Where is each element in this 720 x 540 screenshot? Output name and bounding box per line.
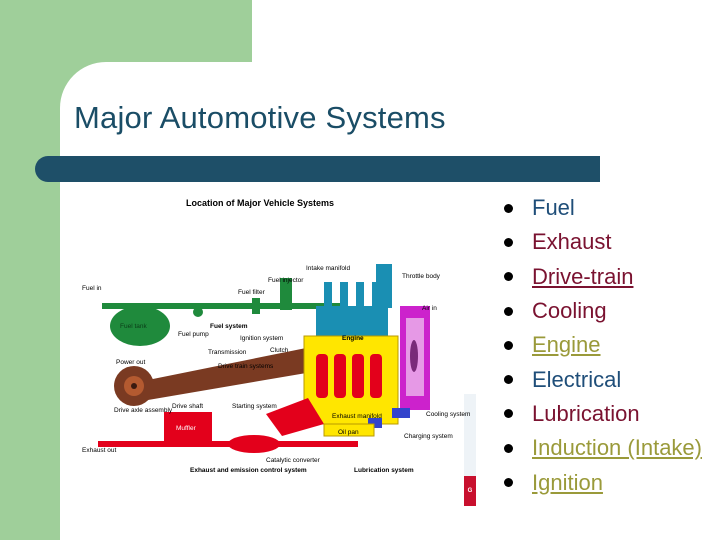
bullet-text: Exhaust <box>532 229 612 255</box>
bullet-dot-icon <box>504 340 513 350</box>
label-cooling-system: Cooling system <box>426 411 470 418</box>
bullet-link[interactable]: Ignition <box>532 469 603 495</box>
label-ignition-system: Ignition system <box>240 335 283 342</box>
bullet-item[interactable]: Engine <box>500 328 702 362</box>
exhaust-manifold-shape <box>266 398 324 436</box>
title-divider-bar <box>35 156 600 182</box>
label-fuel-system: Fuel system <box>210 323 248 330</box>
bullet-item: Cooling <box>500 294 702 328</box>
drive-shaft-shape <box>138 346 324 400</box>
label-intake-manifold: Intake manifold <box>306 265 350 272</box>
label-lubrication-system: Lubrication system <box>354 467 414 474</box>
alternator-shape <box>368 418 382 428</box>
bullet-item[interactable]: Induction (Intake) <box>500 431 702 465</box>
diagram-heading: Location of Major Vehicle Systems <box>186 198 334 208</box>
fuel-tank-shape <box>110 306 170 346</box>
label-fuel-in: Fuel in <box>82 285 102 292</box>
bullet-text: Fuel <box>532 195 575 221</box>
bullet-text: Electrical <box>532 366 622 392</box>
battery-shape <box>392 408 410 418</box>
label-fuel-injector: Fuel injector <box>268 277 304 284</box>
oil-pan-shape <box>323 423 375 437</box>
label-power-out: Power out <box>116 359 145 366</box>
label-exhaust-out: Exhaust out <box>82 447 117 454</box>
label-charging-system: Charging system <box>404 433 453 440</box>
bullet-item: Fuel <box>500 191 702 225</box>
bullet-text: Lubrication <box>532 400 640 426</box>
throttle-body-shape <box>376 264 392 308</box>
label-fuel-pump: Fuel pump <box>178 331 209 338</box>
slide-title: Major Automotive Systems <box>74 100 446 135</box>
bullet-dot-icon <box>504 272 513 282</box>
label-exhaust-emission: Exhaust and emission control system <box>190 467 307 474</box>
label-clutch: Clutch <box>270 347 289 354</box>
bullet-link[interactable]: Drive-train <box>532 263 634 289</box>
bullet-item[interactable]: Drive-train <box>500 260 702 294</box>
label-transmission: Transmission <box>208 349 247 356</box>
label-drive-train-systems: Drive train systems <box>218 363 274 370</box>
intake-manifold-shape <box>316 306 388 336</box>
label-drive-shaft: Drive shaft <box>172 403 203 410</box>
bullet-dot-icon <box>504 409 513 419</box>
bullet-item[interactable]: Ignition <box>500 465 702 499</box>
label-fuel-filter: Fuel filter <box>238 289 266 296</box>
label-throttle-body: Throttle body <box>402 273 441 280</box>
label-exhaust-manifold: Exhaust manifold <box>332 413 382 420</box>
fuel-filter-shape <box>252 298 260 314</box>
systems-bullet-list: Fuel Exhaust Drive-train Cooling Engine … <box>500 191 702 500</box>
muffler-shape <box>164 412 212 442</box>
bullet-text: Cooling <box>532 298 607 324</box>
bullet-item: Electrical <box>500 362 702 396</box>
bullet-dot-icon <box>504 443 513 453</box>
bullet-dot-icon <box>504 237 513 247</box>
bullet-dot-icon <box>504 375 513 385</box>
label-catalytic-converter: Catalytic converter <box>266 457 321 464</box>
bullet-link[interactable]: Engine <box>532 332 601 358</box>
bullet-dot-icon <box>504 478 513 488</box>
label-engine: Engine <box>342 335 364 342</box>
label-air-in: Air in <box>422 305 437 312</box>
catalytic-converter-shape <box>228 435 280 453</box>
bullet-dot-icon <box>504 306 513 316</box>
bullet-item: Lubrication <box>500 397 702 431</box>
label-starting-system: Starting system <box>232 403 277 410</box>
label-muffler: Muffler <box>176 425 197 432</box>
publisher-logo <box>464 476 476 506</box>
vehicle-systems-diagram: Location of Major Vehicle Systems G Fuel… <box>68 186 488 512</box>
fan-shape <box>410 340 418 372</box>
bullet-link[interactable]: Induction (Intake) <box>532 435 702 461</box>
label-fuel-tank: Fuel tank <box>120 323 147 330</box>
label-drive-axle-assembly: Drive axle assembly <box>114 407 173 414</box>
bullet-item: Exhaust <box>500 225 702 259</box>
svg-text:G: G <box>468 488 473 494</box>
label-oil-pan: Oil pan <box>338 429 359 436</box>
bullet-dot-icon <box>504 203 513 213</box>
